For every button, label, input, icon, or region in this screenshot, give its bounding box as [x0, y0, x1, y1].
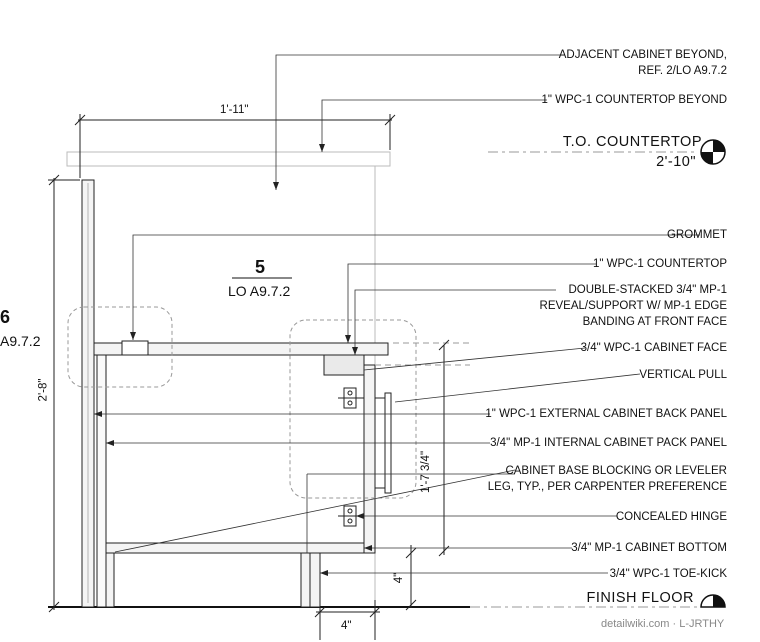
note-countertop-beyond: 1" WPC-1 COUNTERTOP BEYOND — [541, 94, 727, 106]
countertop-level-marker — [700, 139, 726, 165]
callout-5-sheet: LO A9.7.2 — [228, 283, 291, 299]
cabinet-face — [363, 364, 376, 554]
dimension-toe-depth — [314, 600, 381, 640]
dimension-width-label: 1'-11" — [220, 104, 249, 116]
note-double-stacked-line2: REVEAL/SUPPORT W/ MP-1 EDGE — [539, 300, 727, 312]
note-vertical-pull: VERTICAL PULL — [639, 369, 727, 381]
note-toe-kick: 3/4" WPC-1 TOE-KICK — [609, 568, 727, 580]
note-cabinet-face: 3/4" WPC-1 CABINET FACE — [580, 342, 727, 354]
note-cabinet-bottom: 3/4" MP-1 CABINET BOTTOM — [571, 542, 727, 554]
dimension-height-total-label: 2'-8" — [37, 378, 50, 402]
floor-level-marker — [700, 594, 726, 608]
level-floor-label: FINISH FLOOR — [586, 590, 694, 606]
note-internal-pack: 3/4" MP-1 INTERNAL CABINET PACK PANEL — [490, 437, 727, 449]
watermark: detailwiki.com · L-JRTHY — [601, 618, 725, 630]
dimension-height-total — [48, 174, 80, 613]
hinge-upper — [338, 387, 364, 409]
toe-kick-left — [105, 552, 115, 608]
cabinet-bottom — [105, 542, 365, 554]
callout-6-sheet: A9.7.2 — [0, 333, 41, 349]
note-double-stacked-line3: BANDING AT FRONT FACE — [582, 316, 727, 328]
dimension-toe-height-label: 4" — [393, 572, 406, 584]
dimension-height-cabinet — [438, 339, 450, 557]
adjacent-cabinet-beyond — [66, 151, 391, 608]
dimension-height-cabinet-label: 1'-7 3/4" — [420, 450, 433, 494]
detail-6-bubble — [67, 306, 173, 388]
toe-kick — [309, 552, 321, 608]
level-countertop-height: 2'-10" — [656, 154, 696, 170]
callout-5-number: 5 — [255, 257, 266, 277]
detail-5-bubble — [289, 319, 417, 499]
note-adjacent-cabinet-line1: ADJACENT CABINET BEYOND, — [558, 49, 727, 61]
dimension-toe-depth-label: 4" — [341, 620, 352, 632]
internal-pack-panel — [96, 354, 107, 608]
leader-lines — [94, 54, 700, 574]
leader-arrows — [94, 144, 372, 576]
note-blocking-line2: LEG, TYP., PER CARPENTER PREFERENCE — [487, 481, 727, 493]
callout-6-number: 6 — [0, 307, 11, 327]
blocking — [300, 552, 311, 608]
note-adjacent-cabinet: ADJACENT CABINET BEYOND, REF. 2/LO A9.7.… — [559, 47, 727, 79]
level-countertop-label: T.O. COUNTERTOP — [562, 134, 702, 150]
note-blocking-line1: CABINET BASE BLOCKING OR LEVELER — [505, 465, 727, 477]
note-adjacent-cabinet-line2: REF. 2/LO A9.7.2 — [638, 65, 727, 77]
note-double-stacked: DOUBLE-STACKED 3/4" MP-1 REVEAL/SUPPORT … — [540, 282, 727, 330]
note-hinge: CONCEALED HINGE — [615, 511, 727, 523]
grommet — [121, 340, 149, 356]
dimension-width — [74, 114, 396, 178]
note-countertop: 1" WPC-1 COUNTERTOP — [592, 258, 727, 270]
note-grommet: GROMMET — [666, 229, 727, 241]
dimension-toe-height — [405, 545, 417, 611]
reveal-support-block — [323, 354, 365, 376]
countertop — [93, 342, 389, 356]
note-external-back: 1" WPC-1 EXTERNAL CABINET BACK PANEL — [485, 408, 727, 420]
note-double-stacked-line1: DOUBLE-STACKED 3/4" MP-1 — [568, 284, 727, 296]
note-blocking: CABINET BASE BLOCKING OR LEVELER LEG, TY… — [488, 463, 727, 495]
